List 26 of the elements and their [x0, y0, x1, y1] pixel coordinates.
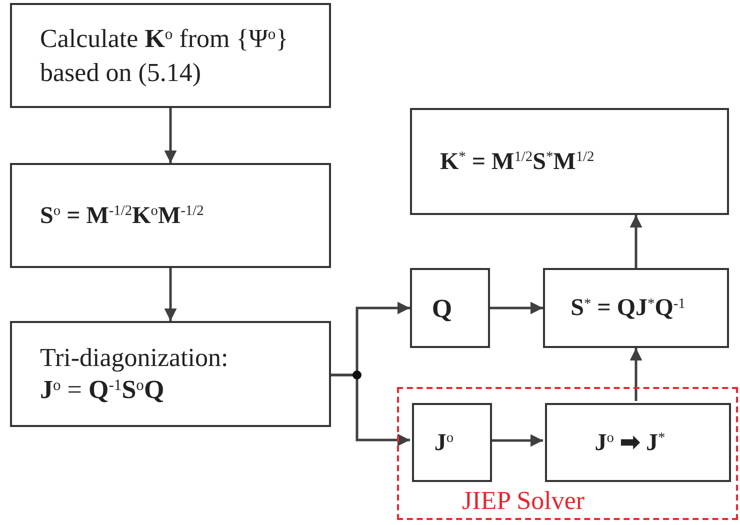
process-box	[10, 3, 331, 108]
box-text: J$^{o}$ ➡ J$^{*}$	[594, 428, 666, 458]
dashed-group-region	[397, 387, 738, 520]
process-box	[543, 268, 729, 348]
box-text: J$^{o}$ = Q$^{-1}$S$^{o}$Q	[40, 374, 166, 406]
group-label: JIEP Solver	[462, 486, 585, 516]
process-box	[410, 108, 729, 215]
box-text: S$^{*}$ = QJ$^{*}$Q$^{-1}$	[570, 294, 686, 323]
box-text: J$^{o}$	[434, 428, 455, 458]
box-text: S$^{o}$ = M$^{-1/2}$K$^{o}$M$^{-1/2}$	[40, 202, 205, 230]
arrow	[164, 108, 177, 163]
arrow	[490, 434, 543, 447]
box-text: Q	[432, 292, 454, 324]
process-box	[10, 163, 331, 268]
process-box	[545, 403, 731, 482]
box-text: Calculate K$^{o}$ from {Ψ$^{o}$} based on (5.14)	[40, 22, 290, 88]
box-text: Tri-diagonization:	[40, 342, 230, 374]
box-text: K$^{*}$ = M$^{1/2}$S$^{*}$M$^{1/2}$	[440, 148, 596, 176]
arrow	[630, 215, 642, 268]
arrow	[164, 268, 177, 321]
arrow	[331, 374, 410, 446]
process-box	[412, 403, 492, 482]
arrow	[630, 348, 642, 401]
process-box	[10, 321, 331, 427]
arrow	[490, 302, 543, 314]
process-box	[410, 268, 490, 348]
